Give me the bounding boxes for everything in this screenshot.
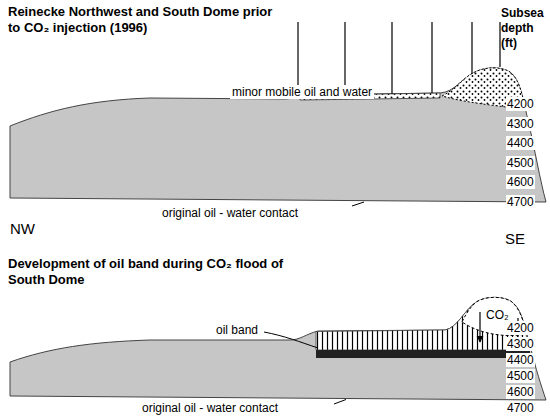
panel-heading: Reinecke Northwest and South Dome prior … [8, 4, 278, 36]
depth-value-text: 4400 [506, 136, 535, 150]
depth-value-text: 4500 [506, 369, 535, 383]
panel-heading-text: Reinecke Northwest and South Dome prior … [8, 4, 278, 36]
well [499, 22, 500, 67]
contact-label: original oil - water contact [160, 203, 300, 221]
oil-band [316, 350, 530, 358]
depth-value: 4700 [506, 192, 535, 210]
depth-value: 4300 [506, 114, 535, 132]
well [471, 22, 472, 74]
panel-heading-text: Development of oil band during CO₂ flood… [8, 256, 298, 288]
fluid-label-text: CO₂ [486, 308, 509, 322]
depth-value: 4700 [506, 398, 535, 416]
leader-line [264, 332, 318, 348]
reservoir-rock [10, 68, 546, 202]
depth-value-text: 4600 [506, 175, 535, 189]
depth-value: 4600 [506, 172, 535, 190]
depth-value: 4400 [506, 133, 535, 151]
well [431, 22, 432, 93]
contact-label: original oil - water contact [140, 398, 280, 416]
leader-line [352, 202, 364, 206]
panel-heading: Development of oil band during CO₂ flood… [8, 256, 298, 288]
direction-label-text: SE [505, 230, 525, 247]
well [391, 22, 392, 94]
axis-title-text: Subsea depth (ft) [501, 6, 547, 51]
leader-line [334, 400, 346, 405]
depth-value-text: 4600 [506, 385, 535, 399]
depth-value-text: 4400 [506, 353, 535, 367]
depth-value: 4400 [506, 350, 535, 368]
depth-value-text: 4500 [506, 156, 535, 170]
depth-value: 4200 [506, 94, 535, 112]
depth-value-text: 4700 [506, 401, 535, 415]
zone-label: oil band [214, 320, 260, 338]
direction-label-text: NW [10, 220, 35, 237]
axis-title: Subsea depth (ft) [501, 6, 547, 51]
depth-value-text: 4200 [506, 97, 535, 111]
reservoir-rock [10, 297, 546, 400]
zone-label-text: minor mobile oil and water [230, 85, 374, 99]
depth-value: 4300 [506, 334, 535, 352]
depth-value-text: 4300 [506, 117, 535, 131]
contact-label-text: original oil - water contact [160, 206, 300, 220]
zone-label-text: oil band [214, 323, 260, 337]
depth-value-text: 4300 [506, 337, 535, 351]
depth-value: 4500 [506, 153, 535, 171]
zone-label: minor mobile oil and water [230, 82, 374, 100]
direction-label: SE [505, 230, 525, 248]
depth-value: 4200 [506, 318, 535, 336]
direction-label: NW [10, 220, 35, 238]
contact-label-text: original oil - water contact [140, 401, 280, 415]
depth-value: 4600 [506, 382, 535, 400]
depth-value-text: 4200 [506, 321, 535, 335]
swept-zone [316, 297, 529, 350]
depth-value: 4500 [506, 366, 535, 384]
depth-value-text: 4700 [506, 195, 535, 209]
flow-arrow [479, 312, 480, 342]
